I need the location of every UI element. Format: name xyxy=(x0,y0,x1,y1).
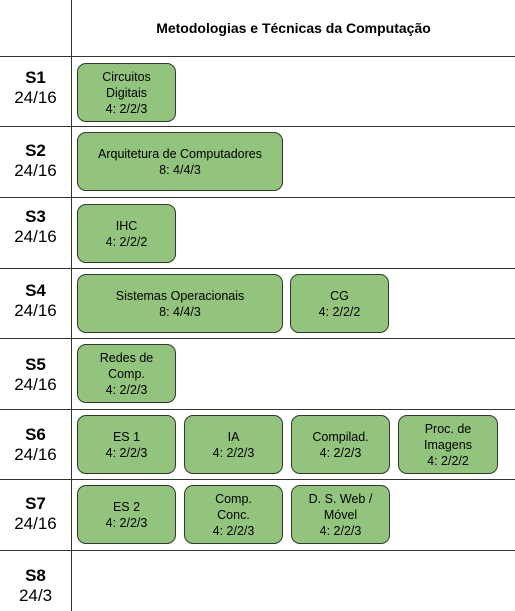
semester-id: S1 xyxy=(25,68,46,87)
course-ihc[interactable]: IHC 4: 2/2/2 xyxy=(77,204,176,263)
row-divider xyxy=(0,56,515,57)
course-es2[interactable]: ES 2 4: 2/2/3 xyxy=(77,485,176,544)
course-comp-conc[interactable]: Comp. Conc. 4: 2/2/3 xyxy=(184,485,283,544)
semester-id: S5 xyxy=(25,355,46,374)
course-credits: 4: 2/2/3 xyxy=(212,523,255,538)
course-credits: 4: 2/2/3 xyxy=(105,445,148,460)
course-arquitetura-de-computadores[interactable]: Arquitetura de Computadores 8: 4/4/3 xyxy=(77,132,283,191)
course-sistemas-operacionais[interactable]: Sistemas Operacionais 8: 4/4/3 xyxy=(77,274,283,333)
course-credits: 4: 2/2/2 xyxy=(318,304,361,319)
semester-label-s1: S1 24/16 xyxy=(0,68,71,108)
course-es1[interactable]: ES 1 4: 2/2/3 xyxy=(77,415,176,474)
semester-label-s5: S5 24/16 xyxy=(0,355,71,395)
course-compiladores[interactable]: Compilad. 4: 2/2/3 xyxy=(291,415,390,474)
row-divider xyxy=(0,409,515,410)
semester-id: S6 xyxy=(25,425,46,444)
semester-label-s2: S2 24/16 xyxy=(0,141,71,181)
course-circuitos-digitais[interactable]: Circuitos Digitais 4: 2/2/3 xyxy=(77,63,176,122)
row-divider xyxy=(0,479,515,480)
course-credits: 4: 2/2/3 xyxy=(105,515,148,530)
course-name: CG xyxy=(330,288,349,303)
semester-load: 24/16 xyxy=(14,375,57,394)
course-name: Sistemas Operacionais xyxy=(115,288,245,303)
course-redes-de-comp[interactable]: Redes de Comp. 4: 2/2/3 xyxy=(77,344,176,403)
row-divider xyxy=(0,197,515,198)
semester-load: 24/16 xyxy=(14,514,57,533)
row-divider xyxy=(0,126,515,127)
course-name: Compilad. xyxy=(312,429,369,444)
semester-load: 24/16 xyxy=(14,301,57,320)
semester-id: S2 xyxy=(25,141,46,160)
course-name: ES 1 xyxy=(112,429,141,444)
semester-label-s8: S8 24/3 xyxy=(0,566,71,606)
row-divider xyxy=(0,338,515,339)
course-cg[interactable]: CG 4: 2/2/2 xyxy=(290,274,389,333)
course-proc-de-imagens[interactable]: Proc. de Imagens 4: 2/2/2 xyxy=(398,415,498,474)
semester-label-s7: S7 24/16 xyxy=(0,494,71,534)
semester-load: 24/16 xyxy=(14,445,57,464)
course-name: Proc. de Imagens xyxy=(424,421,472,452)
semester-label-s3: S3 24/16 xyxy=(0,207,71,247)
semester-id: S3 xyxy=(25,207,46,226)
semester-id: S8 xyxy=(25,566,46,585)
semester-load: 24/16 xyxy=(14,161,57,180)
course-name: ES 2 xyxy=(112,499,141,514)
course-name: Arquitetura de Computadores xyxy=(98,146,262,161)
course-credits: 8: 4/4/3 xyxy=(159,162,201,177)
semester-load: 24/16 xyxy=(14,88,57,107)
semester-load: 24/3 xyxy=(18,586,53,605)
column-divider xyxy=(71,0,72,611)
course-name: D. S. Web / Móvel xyxy=(308,491,373,522)
semester-label-s4: S4 24/16 xyxy=(0,281,71,321)
course-name: IHC xyxy=(115,218,138,233)
course-credits: 4: 2/2/3 xyxy=(105,101,148,116)
semester-load: 24/16 xyxy=(14,227,57,246)
row-divider xyxy=(0,268,515,269)
page-title: Metodologias e Técnicas da Computação xyxy=(156,20,431,36)
course-credits: 4: 2/2/3 xyxy=(105,382,148,397)
course-ds-web-movel[interactable]: D. S. Web / Móvel 4: 2/2/3 xyxy=(291,485,390,544)
course-ia[interactable]: IA 4: 2/2/3 xyxy=(184,415,283,474)
row-divider xyxy=(0,550,515,551)
course-credits: 4: 2/2/3 xyxy=(319,523,362,538)
course-name: IA xyxy=(227,429,240,444)
course-name: Comp. Conc. xyxy=(215,491,252,522)
course-name: Circuitos Digitais xyxy=(102,69,151,100)
course-credits: 4: 2/2/2 xyxy=(105,234,148,249)
course-credits: 8: 4/4/3 xyxy=(159,304,201,319)
semester-id: S7 xyxy=(25,494,46,513)
semester-label-s6: S6 24/16 xyxy=(0,425,71,465)
semester-id: S4 xyxy=(25,281,46,300)
course-name: Redes de Comp. xyxy=(99,350,154,381)
course-credits: 4: 2/2/3 xyxy=(319,445,362,460)
course-credits: 4: 2/2/2 xyxy=(427,453,469,468)
course-credits: 4: 2/2/3 xyxy=(212,445,255,460)
